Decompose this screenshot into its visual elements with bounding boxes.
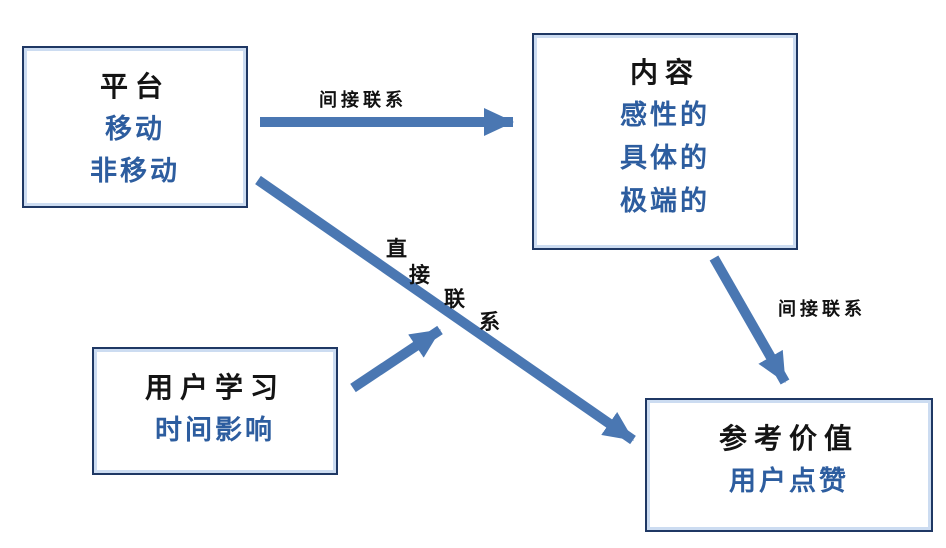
arrow-learning-moderation	[350, 325, 443, 393]
arrow-platform-to-reference	[255, 175, 636, 445]
node-content-item: 感性的	[620, 100, 710, 130]
node-platform-item: 移动	[105, 114, 165, 144]
node-content: 内容 感性的 具体的 极端的	[532, 33, 798, 250]
node-reference-value-title: 参考价值	[718, 423, 859, 454]
node-reference-value: 参考价值 用户点赞	[645, 398, 933, 532]
node-user-learning-title: 用户学习	[144, 372, 285, 403]
node-content-item: 具体的	[620, 143, 710, 173]
node-platform-title: 平台	[99, 71, 170, 102]
node-content-title: 内容	[629, 57, 700, 88]
node-platform-item: 非移动	[90, 156, 180, 186]
arrow-content-to-reference	[709, 255, 790, 385]
edge-label-direct-char: 联	[444, 288, 465, 311]
node-reference-value-item: 用户点赞	[729, 466, 849, 496]
node-content-item: 极端的	[620, 186, 710, 216]
edge-label-direct-char: 系	[479, 311, 500, 334]
node-platform: 平台 移动 非移动	[22, 46, 248, 208]
node-user-learning-item: 时间影响	[155, 415, 275, 445]
edge-label-indirect-right: 间接联系	[778, 299, 866, 319]
edge-label-indirect-top: 间接联系	[319, 90, 407, 110]
edge-label-direct-char: 接	[409, 264, 430, 287]
node-user-learning: 用户学习 时间影响	[92, 347, 338, 475]
edge-label-direct-char: 直	[386, 238, 407, 261]
